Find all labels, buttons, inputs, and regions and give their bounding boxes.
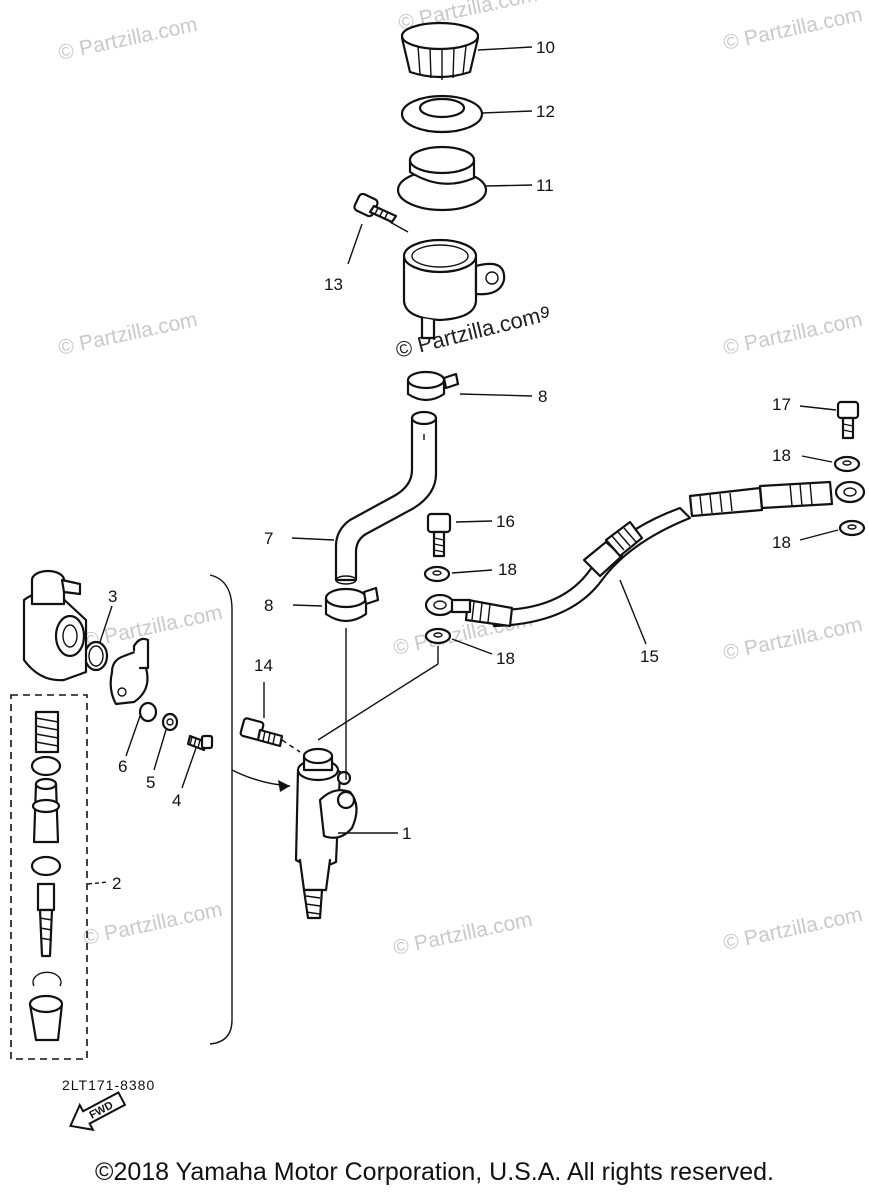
callout-18-center-lower: 18 — [496, 649, 515, 668]
callout-18-right-lower: 18 — [772, 533, 791, 552]
watermark-text: © Partzilla.com — [721, 3, 864, 55]
callout-3: 3 — [108, 587, 117, 606]
callout-2: 2 — [112, 874, 121, 893]
part-6-washer — [138, 701, 158, 723]
part-1-master-cylinder — [294, 747, 358, 920]
callout-9: 9 — [540, 303, 549, 322]
watermark-text: © Partzilla.com — [721, 903, 864, 955]
part-12-diaphragm-plate — [400, 94, 484, 134]
part-10-reservoir-cap — [400, 21, 480, 80]
part-8-hose-clamp-upper — [406, 370, 460, 402]
callout-14: 14 — [254, 656, 273, 675]
part-18-copper-washer-lower-right — [838, 519, 866, 537]
watermark-text: © Partzilla.com — [721, 308, 864, 360]
part-8-hose-clamp-lower — [324, 586, 380, 623]
callout-8-lower: 8 — [264, 596, 273, 615]
callout-17: 17 — [772, 395, 791, 414]
watermark-text: © Partzilla.com — [391, 908, 534, 960]
callout-10: 10 — [536, 38, 555, 57]
callout-18-right-upper: 18 — [772, 446, 791, 465]
part-16-union-bolt — [426, 512, 452, 558]
callout-13: 13 — [324, 275, 343, 294]
callout-11: 11 — [536, 176, 554, 195]
callout-4: 4 — [172, 791, 181, 810]
fwd-arrow-icon: FWD — [69, 1091, 127, 1132]
part-4-screw — [186, 734, 214, 752]
part-9-reservoir — [402, 238, 506, 340]
assembly-bracket — [209, 574, 291, 1045]
callout-12: 12 — [536, 102, 555, 121]
callouts: 10 12 11 13 9 8 7 8 16 18 18 15 17 18 18… — [108, 38, 791, 893]
part-3-o-ring — [83, 640, 109, 672]
callout-7: 7 — [264, 529, 273, 548]
part-2-piston-kit — [10, 694, 88, 1060]
callout-16: 16 — [496, 512, 515, 531]
part-17-union-bolt — [836, 400, 860, 440]
diagram-code: 2LT171-8380 — [62, 1077, 155, 1093]
part-7-reservoir-hose — [334, 410, 438, 585]
watermark-text: © Partzilla.com — [81, 898, 224, 950]
leader-lines — [87, 46, 839, 885]
part-13-screw — [353, 192, 398, 224]
watermark-text: © Partzilla.com — [56, 308, 199, 360]
part-6-hose-joint — [109, 637, 150, 706]
copyright-notice: ©2018 Yamaha Motor Corporation, U.S.A. A… — [95, 1158, 774, 1186]
part-18-copper-washer-upper-right — [833, 455, 861, 473]
part-18-copper-washer-center-upper — [423, 565, 451, 583]
watermark-text: © Partzilla.com — [56, 13, 199, 65]
part-15-brake-hose — [424, 480, 866, 628]
watermarks: © Partzilla.com © Partzilla.com © Partzi… — [56, 0, 864, 960]
callout-5: 5 — [146, 773, 155, 792]
master-cylinder-body-section — [22, 569, 88, 682]
callout-1: 1 — [402, 824, 411, 843]
part-5-washer — [161, 712, 179, 732]
part-18-copper-washer-center-lower — [424, 627, 452, 645]
part-14-bolt — [239, 717, 284, 748]
part-11-diaphragm — [396, 145, 488, 212]
callout-6: 6 — [118, 757, 127, 776]
callout-18-center-upper: 18 — [498, 560, 517, 579]
callout-8-upper: 8 — [538, 387, 547, 406]
callout-15: 15 — [640, 647, 659, 666]
watermark-text: © Partzilla.com — [721, 613, 864, 665]
